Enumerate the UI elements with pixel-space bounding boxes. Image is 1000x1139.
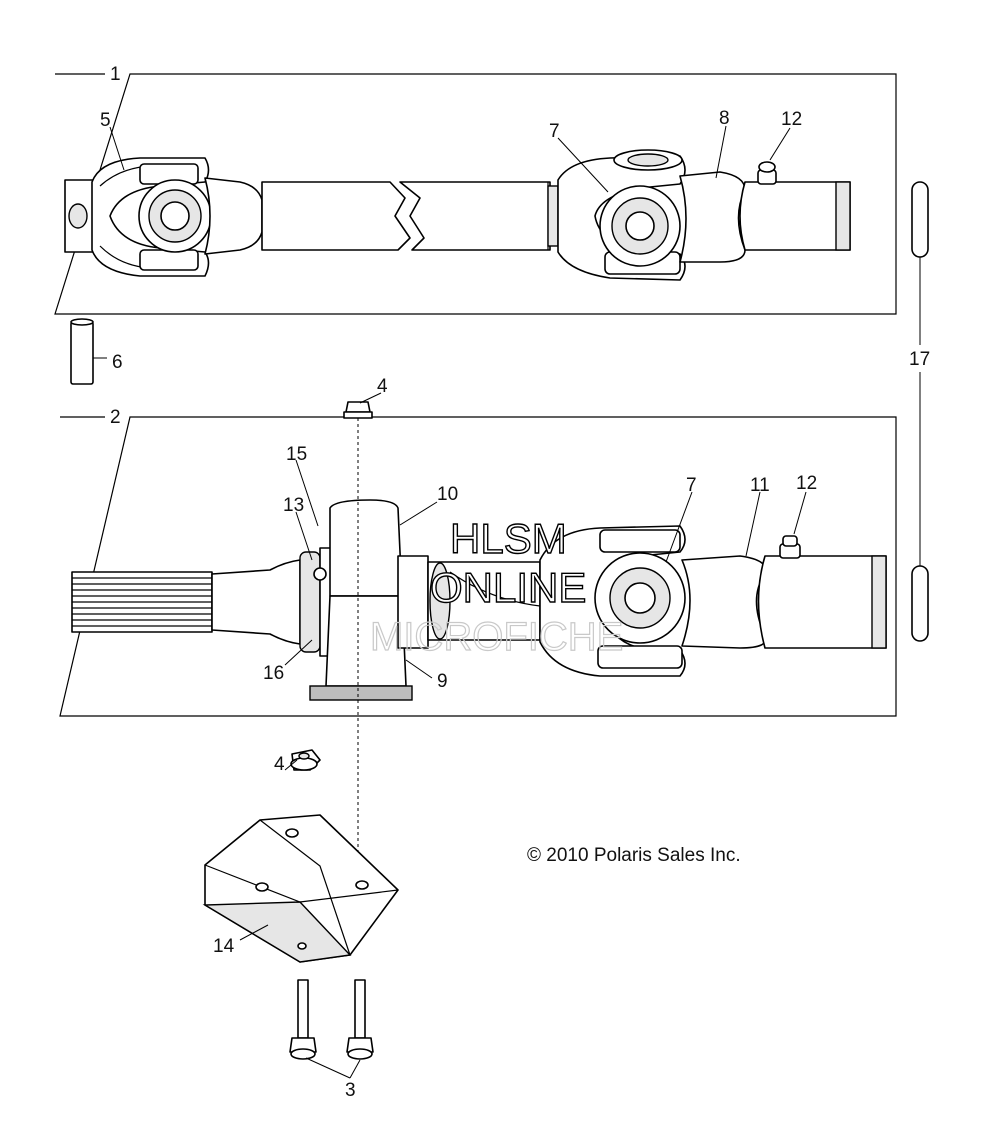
callout-7-bottom: 7 (686, 475, 697, 496)
callout-7-top: 7 (549, 121, 560, 142)
callout-1: 1 (110, 64, 121, 85)
callout-13: 13 (283, 495, 304, 516)
callout-8: 8 (719, 108, 730, 129)
bolts-part-3 (289, 979, 374, 1060)
watermark-line-1: HLSM (450, 515, 567, 562)
callout-4-bottom: 4 (274, 754, 285, 775)
watermark-line-2: ONLINE (430, 564, 586, 611)
callout-9: 9 (437, 671, 448, 692)
prop-shaft-assembly-1 (64, 149, 851, 281)
callout-2: 2 (110, 407, 121, 428)
callout-12-top: 12 (781, 109, 802, 130)
callout-11: 11 (750, 475, 770, 496)
watermark-line-3: MICROFICHE (370, 615, 623, 659)
callouts: 1 2 3 4 4 5 6 7 7 8 9 10 11 12 12 13 14 … (100, 64, 930, 1101)
flange-nut-part-4-top (343, 401, 373, 419)
callout-14: 14 (213, 936, 235, 957)
prop-shaft-assembly-2 (71, 499, 887, 701)
callout-16: 16 (263, 663, 284, 684)
flange-nut-part-4-bottom (290, 749, 321, 771)
watermark: HLSM ONLINE MICROFICHE (369, 514, 624, 659)
mounting-bracket-part-14 (202, 814, 399, 963)
callout-6: 6 (112, 352, 123, 373)
callout-5: 5 (100, 110, 111, 131)
callout-3: 3 (345, 1080, 356, 1101)
roll-pin-part-6 (70, 318, 94, 385)
strap-part-17 (911, 181, 929, 642)
callout-17: 17 (909, 349, 930, 370)
callout-4-top: 4 (377, 376, 388, 397)
callout-15: 15 (286, 444, 307, 465)
callout-10: 10 (437, 484, 458, 505)
leader-lines (93, 125, 807, 1079)
callout-12-bottom: 12 (796, 473, 817, 494)
copyright-notice: © 2010 Polaris Sales Inc. (527, 845, 741, 866)
